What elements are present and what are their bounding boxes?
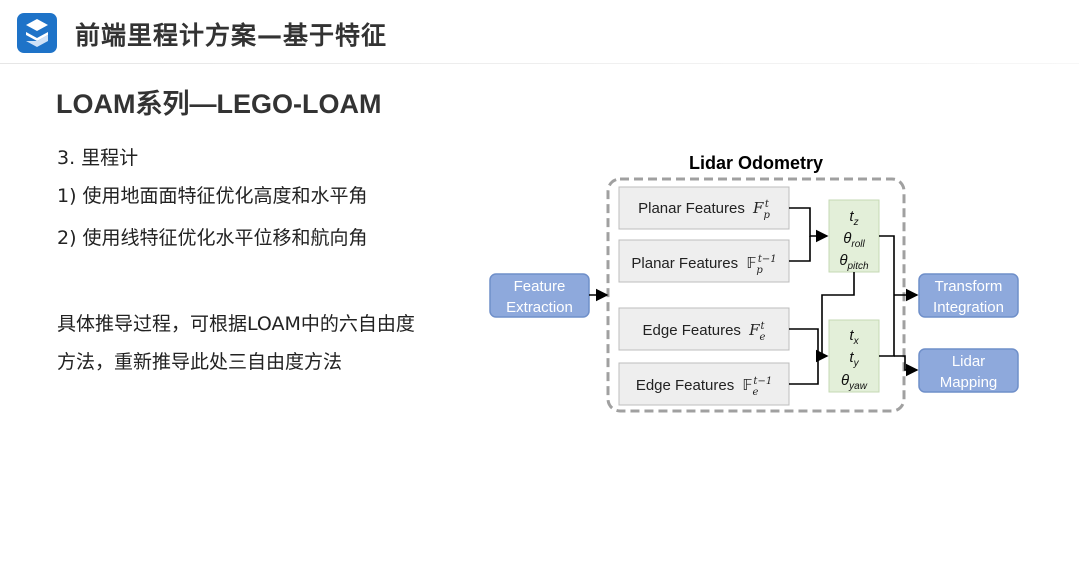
planar-features-t-label: Planar Features [638,200,745,217]
planar-features-t-box: Planar Features Fpt [618,186,790,230]
lidar-odometry-diagram: Lidar Odometry Feature Extraction Planar… [480,145,1040,429]
header-divider [0,63,1079,64]
body-line-5: 方法，重新推导此处三自由度方法 [57,351,343,373]
feature-extraction-box: Feature Extraction [489,273,590,318]
svg-text:Planar Features Fpt: Planar Features Fpt [638,199,770,221]
svg-text:Planar Features 𝔽pt−1: Planar Features 𝔽pt−1 [631,254,776,276]
diagram-title: Lidar Odometry [689,153,823,173]
transform-integration-box: Transform Integration [918,273,1019,318]
body-line-4: 具体推导过程，可根据LOAM中的六自由度 [57,313,415,335]
edge-features-t-label: Edge Features [643,322,741,339]
svg-text:tx: tx [849,327,859,347]
mapping-line-1: Lidar [952,353,985,370]
planar-features-t1-box: Planar Features 𝔽pt−1 [618,239,790,283]
feature-extraction-line-2: Extraction [506,299,573,316]
svg-text:tz: tz [849,208,858,228]
planar-features-t1-label: Planar Features [631,255,738,272]
transform-line-1: Transform [935,278,1003,295]
s-logo-icon [17,13,57,53]
transform-line-2: Integration [933,299,1004,316]
slide-header: 前端里程计方案—基于特征 [0,0,1079,64]
body-line-2: 1) 使用地面面特征优化高度和水平角 [57,185,368,207]
planar-params-box: tz θroll θpitch [828,199,880,273]
body-line-1: 3. 里程计 [57,147,139,169]
diagram-connectors [589,207,919,385]
mapping-line-2: Mapping [940,374,998,391]
svg-text:Edge Features Fet: Edge Features Fet [643,321,766,343]
lidar-mapping-box: Lidar Mapping [918,348,1019,393]
svg-text:Edge Features 𝔽et−1: Edge Features 𝔽et−1 [636,376,772,398]
page-title: 前端里程计方案—基于特征 [75,21,388,50]
feature-extraction-line-1: Feature [514,278,566,295]
edge-params-box: tx ty θyaw [828,319,880,393]
svg-text:ty: ty [849,349,859,369]
section-subtitle: LOAM系列—LEGO-LOAM [56,89,382,119]
edge-features-t1-label: Edge Features [636,377,734,394]
edge-features-t1-box: Edge Features 𝔽et−1 [618,362,790,406]
edge-features-t-box: Edge Features Fet [618,307,790,351]
body-line-3: 2) 使用线特征优化水平位移和航向角 [57,227,368,249]
